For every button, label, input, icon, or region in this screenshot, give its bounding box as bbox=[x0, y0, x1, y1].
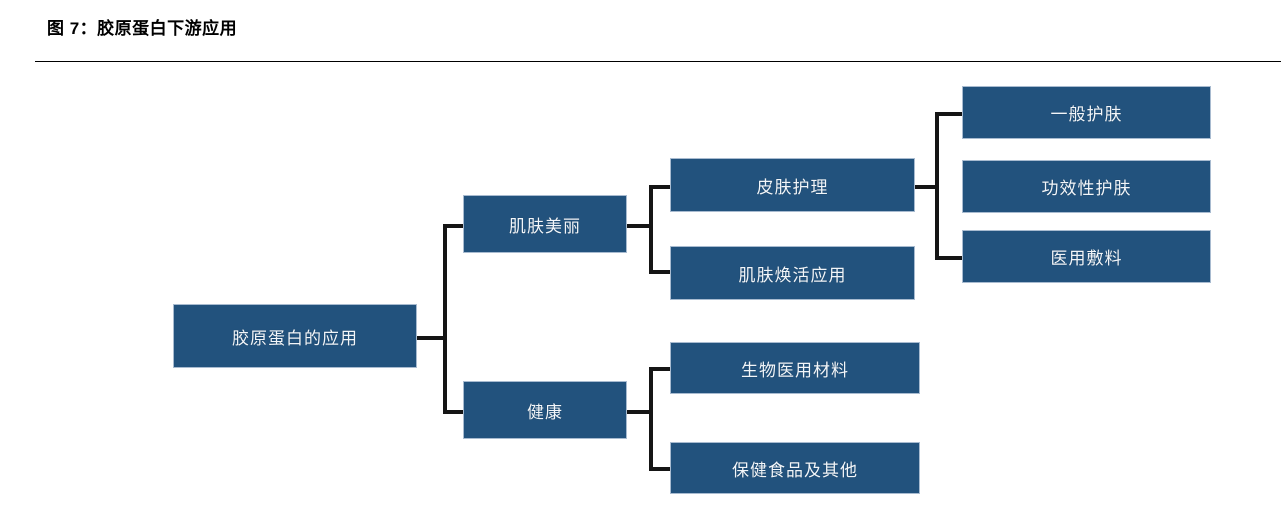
node-general-skincare[interactable]: 一般护肤 bbox=[962, 86, 1211, 139]
connector-beauty-spine bbox=[649, 185, 653, 274]
connector-skincare-to-general bbox=[935, 112, 964, 116]
connector-beauty-stub bbox=[627, 224, 653, 228]
node-skincare[interactable]: 皮肤护理 bbox=[670, 158, 915, 212]
node-medical-dressing[interactable]: 医用敷料 bbox=[962, 230, 1211, 283]
connector-root-to-health bbox=[443, 410, 473, 414]
connector-health-to-biomaterial bbox=[649, 367, 673, 371]
connector-skincare-spine bbox=[935, 112, 939, 260]
figure-title: 图 7：胶原蛋白下游应用 bbox=[47, 19, 238, 38]
node-root[interactable]: 胶原蛋白的应用 bbox=[173, 304, 417, 368]
node-health[interactable]: 健康 bbox=[463, 381, 627, 439]
connector-root-stub bbox=[417, 336, 447, 340]
connector-beauty-to-skincare bbox=[649, 185, 673, 189]
node-revitalize[interactable]: 肌肤焕活应用 bbox=[670, 246, 915, 300]
connector-skincare-to-dressing bbox=[935, 256, 964, 260]
connector-health-spine bbox=[649, 367, 653, 471]
connector-root-spine bbox=[443, 224, 447, 414]
connector-health-stub bbox=[627, 410, 653, 414]
node-healthfood[interactable]: 保健食品及其他 bbox=[670, 442, 920, 494]
connector-root-to-beauty bbox=[443, 224, 473, 228]
connector-skincare-stub bbox=[915, 185, 939, 189]
node-biomaterial[interactable]: 生物医用材料 bbox=[670, 342, 920, 394]
node-beauty[interactable]: 肌肤美丽 bbox=[463, 195, 627, 253]
connector-health-to-healthfood bbox=[649, 467, 673, 471]
connector-beauty-to-revitalize bbox=[649, 270, 673, 274]
tree-diagram: 胶原蛋白的应用 肌肤美丽 健康 皮肤护理 肌肤焕活应用 生物医用材料 保健食品及… bbox=[0, 70, 1281, 515]
node-functional-skincare[interactable]: 功效性护肤 bbox=[962, 160, 1211, 213]
title-divider bbox=[35, 61, 1281, 62]
